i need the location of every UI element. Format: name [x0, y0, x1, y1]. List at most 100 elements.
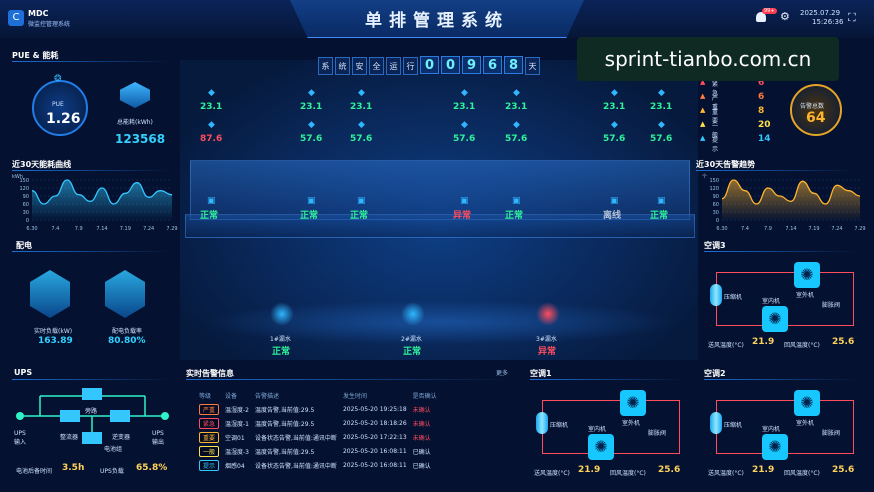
- time-cell: 2025-05-20 17:22:13: [342, 433, 407, 441]
- fullscreen-icon[interactable]: ⛶: [848, 11, 856, 24]
- temp-drop-icon: ◆: [208, 88, 215, 98]
- x-tick-label: 7.14: [96, 226, 107, 232]
- alarm-level-label: 提示: [712, 137, 719, 153]
- time-text: 15:26:36: [812, 18, 844, 26]
- ups-bypass-label: 旁路: [85, 408, 98, 415]
- warning-triangle-icon: ▲: [700, 106, 706, 114]
- sensor-status[interactable]: 离线: [603, 211, 622, 221]
- humidity-drop-icon: ◆: [358, 120, 365, 130]
- date-text: 2025.07.29: [800, 9, 841, 17]
- return-temp-label: 回风温度(°C): [784, 342, 820, 349]
- sensor-status[interactable]: 正常: [650, 211, 669, 221]
- compressor-icon: [536, 412, 548, 434]
- sensor-humidity: 57.6: [650, 134, 673, 144]
- more-link[interactable]: 更多: [496, 370, 509, 377]
- leak-status[interactable]: 异常: [538, 347, 557, 357]
- alarm-level-count: 14: [758, 134, 771, 144]
- level-cell: 紧急: [196, 416, 222, 430]
- indoor-fan-icon: ✺: [588, 434, 614, 460]
- warning-triangle-icon: ▲: [700, 92, 706, 100]
- y-tick-label: 30: [23, 210, 29, 216]
- compressor-label: 压缩机: [724, 294, 743, 301]
- sensor-status[interactable]: 正常: [350, 211, 369, 221]
- supply-temp-value: 21.9: [752, 465, 775, 475]
- sensor-status[interactable]: 正常: [200, 211, 219, 221]
- series-area: [722, 180, 860, 220]
- ups-inverter-label: 逆变器: [112, 434, 131, 441]
- level-badge: 提示: [199, 459, 220, 471]
- energy-value: 123568: [115, 132, 166, 146]
- leaf-icon: ❂: [54, 74, 62, 84]
- ack-cell: 未确认: [412, 434, 431, 442]
- ups-flow-diagram: [16, 388, 169, 444]
- device-cell: 温湿度-1: [225, 420, 249, 428]
- y-tick-label: 0: [716, 218, 719, 224]
- ups-backup-label: 电池后备时间: [16, 468, 53, 475]
- chart-unit: 个: [702, 174, 707, 180]
- return-temp-label: 回风温度(°C): [784, 470, 820, 477]
- sensor-device-icon: ▣: [460, 196, 469, 206]
- humidity-drop-icon: ◆: [461, 120, 468, 130]
- alarm-level-count: 6: [758, 92, 765, 102]
- page-title: 单排管理系统: [365, 11, 509, 31]
- curve-title: 近30天能耗曲线: [12, 160, 72, 169]
- bell-icon[interactable]: [756, 12, 766, 22]
- indoor-label: 室内机: [762, 426, 781, 433]
- alarm-trend-title: 近30天告警趋势: [696, 160, 756, 169]
- logo-name: MDC: [28, 9, 49, 18]
- level-badge: 重要: [199, 431, 220, 443]
- alarm-total-label: 告警总数: [800, 103, 825, 110]
- gear-icon[interactable]: ⚙: [780, 10, 790, 23]
- col-ack: 是否确认: [412, 392, 437, 400]
- energy-label: 总能耗(kWh): [117, 119, 153, 126]
- x-tick-label: 7.14: [785, 226, 796, 232]
- sensor-device-icon: ▣: [610, 196, 619, 206]
- sensor-temp: 23.1: [350, 102, 373, 112]
- x-tick-label: 7.4: [741, 226, 749, 232]
- level-badge: 紧急: [199, 417, 220, 429]
- indoor-fan-icon: ✺: [762, 434, 788, 460]
- sensor-device-icon: ▣: [512, 196, 521, 206]
- device-cell: 温湿度-3: [225, 448, 249, 456]
- ack-cell: 未确认: [412, 420, 431, 428]
- ac-title-bar: [704, 251, 858, 252]
- x-tick-label: 7.19: [120, 226, 131, 232]
- ack-cell: 已确认: [412, 448, 431, 456]
- y-tick-label: 120: [709, 186, 719, 192]
- temp-drop-icon: ◆: [658, 88, 665, 98]
- sensor-temp: 23.1: [603, 102, 626, 112]
- outdoor-label: 室外机: [796, 420, 815, 427]
- sensor-status[interactable]: 正常: [300, 211, 319, 221]
- temp-drop-icon: ◆: [308, 88, 315, 98]
- sensor-status[interactable]: 正常: [505, 211, 524, 221]
- expansion-label: 膨胀阀: [822, 302, 841, 309]
- logo-icon: C: [8, 10, 24, 26]
- alarm-level-label: 严重: [712, 95, 719, 111]
- sensor-temp: 23.1: [200, 102, 223, 112]
- leak-status[interactable]: 正常: [403, 347, 422, 357]
- sensor-device-icon: ▣: [657, 196, 666, 206]
- indoor-fan-icon: ✺: [762, 306, 788, 332]
- x-tick-label: 7.19: [808, 226, 819, 232]
- ac-title-bar: [704, 379, 858, 380]
- outdoor-fan-icon: ✺: [620, 390, 646, 416]
- series-area: [32, 180, 172, 220]
- sensor-device-icon: ▣: [207, 196, 216, 206]
- ups-output-label: UPS 输出: [152, 430, 165, 446]
- ups-title: UPS: [14, 368, 33, 377]
- leak-status[interactable]: 正常: [272, 347, 291, 357]
- device-cell: 烟感04: [225, 462, 245, 470]
- ups-load-value: 65.8%: [136, 463, 168, 473]
- y-tick-label: 60: [23, 202, 29, 208]
- time-cell: 2025-05-20 16:08:11: [342, 447, 407, 455]
- sensor-status[interactable]: 异常: [453, 211, 472, 221]
